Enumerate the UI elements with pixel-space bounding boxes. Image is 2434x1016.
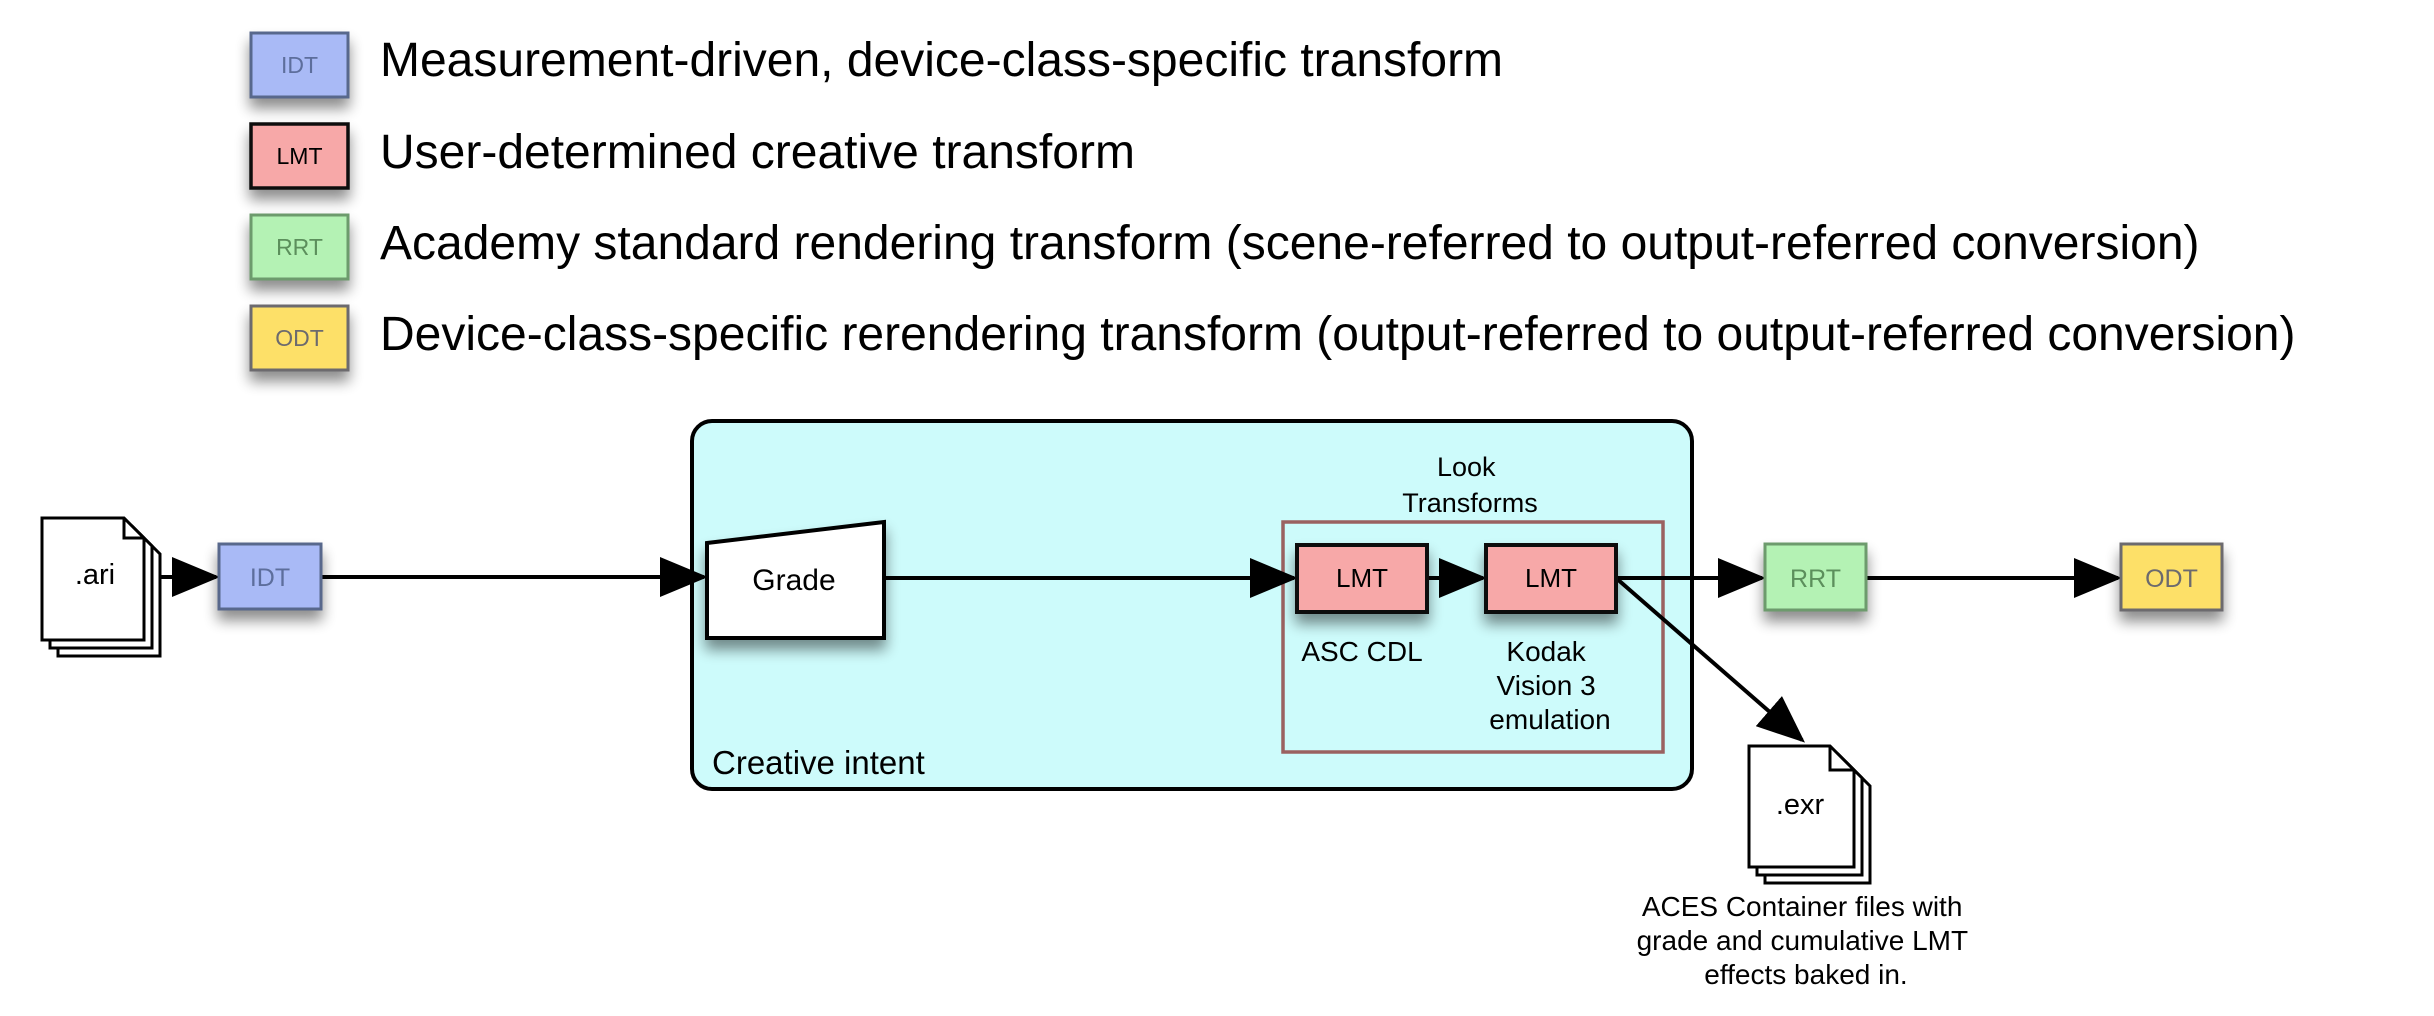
legend-lmt-text: User-determined creative transform [380,126,1135,179]
odt-node: ODT [2119,542,2224,612]
exr-caption: ACES Container files with grade and cumu… [1637,891,1976,990]
rrt-node-label: RRT [1790,565,1841,593]
lmt1-caption: ASC CDL [1301,636,1422,667]
rrt-node: RRT [1763,542,1868,612]
legend-item-idt: IDT Measurement-driven, device-class-spe… [249,31,1503,99]
legend-odt-swatch [249,304,350,372]
grade-node: Grade [705,519,886,640]
connectors [160,557,2122,743]
lmt-node-asc-cdl: LMT ASC CDL [1295,543,1429,667]
look-transforms-label-line1: Look [1437,452,1496,482]
legend-rrt-text: Academy standard rendering transform (sc… [380,217,2200,270]
legend-idt-swatch [249,31,350,99]
ari-file-label: .ari [75,559,115,591]
exr-caption-line1: ACES Container files with [1642,891,1963,922]
legend-odt-tag: ODT [275,325,324,351]
lmt1-label: LMT [1336,563,1388,593]
ari-file-stack: .ari [40,516,162,658]
lmt2-caption-line2: Vision 3 [1497,670,1596,701]
lmt2-caption: Kodak Vision 3 emulation [1489,636,1610,735]
exr-file-stack: .exr [1747,744,1872,885]
look-transforms-group [1281,520,1665,754]
arrow-lmt2-to-exr [1614,576,1806,743]
legend-item-lmt: LMT User-determined creative transform [249,122,1135,190]
legend-idt-text: Measurement-driven, device-class-specifi… [380,34,1503,87]
exr-caption-line2: grade and cumulative LMT [1637,925,1968,956]
legend-item-odt: ODT Device-class-specific rerendering tr… [249,304,2295,372]
lmt-node-kodak-vision3: LMT Kodak Vision 3 emulation [1484,543,1618,735]
legend: IDT Measurement-driven, device-class-spe… [249,31,2295,372]
legend-item-rrt: RRT Academy standard rendering transform… [249,213,2200,281]
grade-node-label: Grade [752,564,835,597]
exr-file-label: .exr [1776,789,1825,821]
creative-intent-region [690,419,1694,791]
idt-node: IDT [217,542,323,611]
ari-file-icon [40,516,146,642]
legend-odt-text: Device-class-specific rerendering transf… [380,308,2295,361]
look-transforms-label-line2: Transforms [1402,488,1538,518]
idt-node-label: IDT [250,564,290,592]
look-transforms-label: Look Transforms [1402,452,1538,518]
exr-caption-line3: effects baked in. [1704,959,1907,990]
lmt2-caption-line3: emulation [1489,704,1610,735]
creative-intent-label: Creative intent [712,744,925,781]
legend-rrt-swatch [249,213,350,281]
odt-node-label: ODT [2145,565,2198,593]
lmt2-label: LMT [1525,563,1577,593]
legend-lmt-tag: LMT [277,143,323,169]
legend-idt-tag: IDT [281,52,318,78]
legend-lmt-swatch [249,122,350,190]
legend-rrt-tag: RRT [276,234,323,260]
lmt2-caption-line1: Kodak [1506,636,1586,667]
exr-file-icon [1747,744,1856,869]
